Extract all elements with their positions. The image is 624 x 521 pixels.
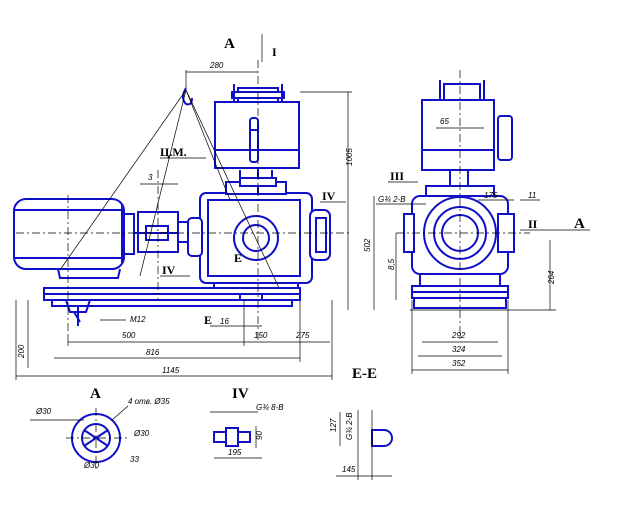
dim-85: 8,5 [387,258,396,270]
label-cm: Ц.М. [160,145,187,159]
dim-gv8b: G¾ 8-B [256,403,284,412]
dim-holes: 4 отв. Ø35 [128,397,170,406]
label-ii: II [528,217,538,231]
dim-16: 16 [220,317,229,326]
label-e-mid: E [234,251,242,265]
label-iv-left: IV [162,263,176,277]
dim-195: 195 [228,448,242,457]
dim-324: 324 [452,345,466,354]
label-e-low: E [204,313,212,327]
side-view [403,80,515,309]
dim-1145: 1145 [162,366,180,375]
dim-816: 816 [146,348,160,357]
label-iv-right: IV [322,189,336,203]
dim-33: 33 [130,455,139,464]
dim-175: 175 [484,191,498,200]
dim-gv2b-v: G¾ 2-B [345,412,354,440]
dim-145: 145 [342,465,356,474]
side-dimensions: 65 175 11 G¾ 2-B 502 8,5 264 292 324 352 [363,117,556,374]
dim-3: 3 [148,173,153,182]
detail-ee: G¾ 2-B 127 145 [329,410,393,480]
label-ee: E-E [352,366,377,382]
dim-127: 127 [329,418,338,432]
dim-30a: Ø30 [35,407,52,416]
base-frame [43,287,301,326]
dim-500: 500 [122,331,136,340]
front-dimensions: 280 1005 3 200 M12 16 500 150 275 816 11… [15,61,354,380]
dim-90: 90 [255,431,264,440]
label-a-top: A [224,36,235,52]
dim-264: 264 [547,270,556,285]
dim-30b: Ø30 [133,429,150,438]
label-iii: III [390,169,404,183]
dim-502: 502 [363,238,372,252]
label-a-right: A [574,216,585,232]
dim-m12: M12 [130,315,146,324]
dim-352: 352 [452,359,466,368]
electric-motor [13,198,135,279]
dim-65: 65 [440,117,449,126]
lifting-hook [59,87,281,291]
dim-gv2b: G¾ 2-B [378,195,406,204]
dim-1005: 1005 [345,148,354,166]
upper-tank [214,84,300,194]
detail-iv: G¾ 8-B 90 195 [210,403,284,459]
label-a-detail: A [90,386,101,402]
dim-150: 150 [254,331,268,340]
dim-11: 11 [528,191,536,200]
detail-a: Ø30 4 отв. Ø35 Ø30 33 Ø30 [30,397,170,470]
dim-30c: Ø30 [83,461,100,470]
dim-280: 280 [209,61,224,70]
dim-275: 275 [295,331,310,340]
dim-200: 200 [17,344,26,359]
dim-292: 292 [451,331,466,340]
label-i-top: I [272,45,277,59]
front-view [13,60,350,340]
label-iv-detail: IV [232,386,249,402]
